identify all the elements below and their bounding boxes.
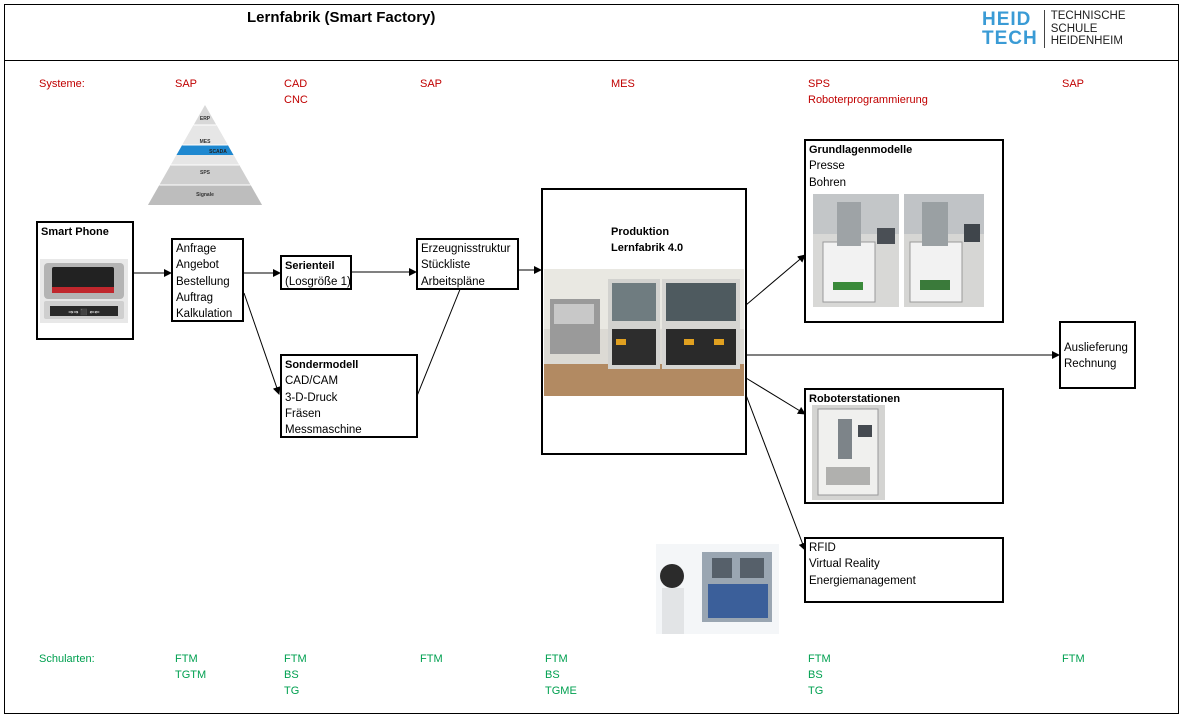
produktion-photo <box>544 269 744 396</box>
automation-pyramid: ERP MES SCADA SPS Signale <box>148 105 262 205</box>
svg-text:⇒⇒ ⬛ ⇐⇐: ⇒⇒ ⬛ ⇐⇐ <box>68 308 99 316</box>
schools-col-6: FTM <box>1062 653 1085 665</box>
schools-col-4: FTM BS TGME <box>545 653 577 697</box>
arrow-order-sondermodell <box>243 292 281 395</box>
auslieferung-box: Auslieferung Rechnung <box>1059 321 1136 389</box>
sondermodell-box: Sondermodell CAD/CAM 3-D-Druck Fräsen Me… <box>280 354 418 438</box>
arrow-produktion-grundlagen <box>745 254 806 306</box>
svg-text:Signale: Signale <box>196 192 214 198</box>
systems-col-6: SAP <box>1062 78 1085 90</box>
arrow-produktion-roboter <box>745 377 806 415</box>
presse-photo <box>813 194 899 307</box>
svg-text:ERP: ERP <box>200 116 211 122</box>
schools-label: Schularten: <box>39 653 95 665</box>
systems-col-3: SAP <box>420 78 443 90</box>
smart-phone-title: Smart Phone <box>41 226 109 238</box>
roboter-photo <box>812 405 885 500</box>
schools-col-5: FTM BS TG <box>808 653 831 697</box>
logo-text: TECHNISCHE SCHULE HEIDENHEIM <box>1050 10 1126 47</box>
vr-image <box>656 544 779 634</box>
arrow-produktion-rfid <box>745 394 807 551</box>
arrow-sondermodell-struktur <box>416 271 469 397</box>
systems-col-4: MES <box>611 78 635 90</box>
header-divider <box>4 60 1179 61</box>
page-title: Lernfabrik (Smart Factory) <box>247 9 436 26</box>
schools-col-3: FTM <box>420 653 443 665</box>
produktion-title: Produktion Lernfabrik 4.0 <box>611 226 684 254</box>
systems-col-5: SPS Roboterprogrammierung <box>808 78 928 106</box>
rfid-box: RFID Virtual Reality Energiemanagement <box>804 537 1004 603</box>
schools-col-2: FTM BS TG <box>284 653 307 697</box>
svg-text:SCADA: SCADA <box>209 149 227 155</box>
order-box: Anfrage Angebot Bestellung Auftrag Kalku… <box>171 238 244 322</box>
svg-text:MES: MES <box>200 139 212 145</box>
serienteil-box: Serienteil (Losgröße 1) <box>280 255 352 290</box>
logo-mark: HEID TECH <box>982 9 1038 49</box>
schools-col-1: FTM TGTM <box>175 653 207 681</box>
page-frame <box>4 4 1179 714</box>
svg-text:SPS: SPS <box>200 170 211 176</box>
bohren-photo <box>904 194 984 307</box>
systems-label: Systeme: <box>39 78 85 90</box>
struktur-box: Erzeugnisstruktur Stückliste Arbeitsplän… <box>416 238 519 290</box>
systems-col-1: SAP <box>175 78 198 90</box>
systems-col-2: CAD CNC <box>284 78 308 106</box>
smart-phone-image: ⇒⇒ ⬛ ⇐⇐ <box>40 259 128 323</box>
school-logo: HEID TECH TECHNISCHE SCHULE HEIDENHEIM <box>982 10 1126 48</box>
